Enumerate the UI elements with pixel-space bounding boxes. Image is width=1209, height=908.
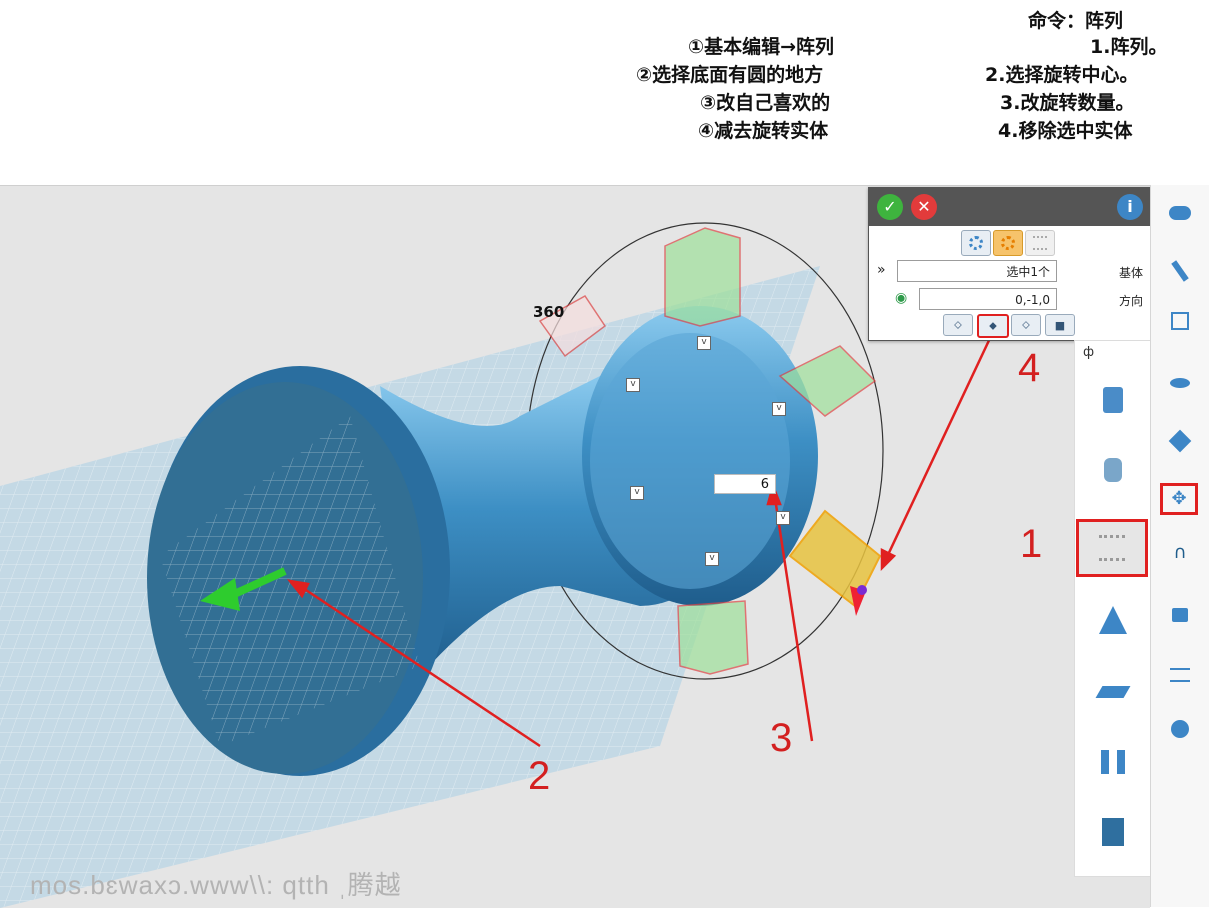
array-copy-top xyxy=(664,227,741,327)
tutorial-note-1: ①基本编辑→阵列 xyxy=(688,36,835,58)
face-tag[interactable]: v xyxy=(630,486,644,500)
shape-icon[interactable] xyxy=(1164,599,1196,631)
array-mode-circular[interactable] xyxy=(961,230,991,256)
model-right-flange-inner xyxy=(590,333,790,589)
tutorial-step-3: 3.改旋转数量。 xyxy=(1000,92,1135,114)
right-toolbar: ✥ ∩ xyxy=(1150,185,1209,907)
tutorial-header: 命令：阵列 1.阵列。 2.选择旋转中心。 3.改旋转数量。 4.移除选中实体 … xyxy=(0,0,1209,185)
face-tag[interactable]: v xyxy=(697,336,711,350)
panel-pin-icon[interactable]: ф xyxy=(1083,345,1095,360)
ruler-icon[interactable] xyxy=(1164,659,1196,691)
expand-toggle[interactable]: » xyxy=(877,262,886,278)
sphere-icon[interactable] xyxy=(1164,713,1196,745)
cancel-button[interactable]: ✕ xyxy=(911,194,937,220)
close-icon: ✕ xyxy=(917,197,931,216)
face-tag[interactable]: v xyxy=(626,378,640,392)
move-icon[interactable]: ✥ xyxy=(1160,483,1198,515)
tutorial-step-2: 2.选择旋转中心。 xyxy=(985,64,1139,86)
orbit-array-icon xyxy=(1001,236,1015,250)
direction-arrow xyxy=(200,567,287,611)
pattern-icon[interactable] xyxy=(1092,811,1134,853)
info-icon: i xyxy=(1127,197,1133,216)
linear-array-icon xyxy=(1033,236,1047,250)
array-mode-orbit[interactable] xyxy=(993,230,1023,256)
boolean-base-button[interactable]: ■ xyxy=(1045,314,1075,336)
check-icon: ✓ xyxy=(883,197,897,216)
dialog-header: ✓ ✕ i xyxy=(869,188,1151,226)
boolean-subtract-button[interactable]: ⬥ xyxy=(977,314,1009,338)
array-copy-upper-left xyxy=(538,295,607,358)
info-button[interactable]: i xyxy=(1117,194,1143,220)
annotation-arrows xyxy=(286,333,994,748)
basic-edit-panel: ф xyxy=(1074,340,1152,877)
watermark: mos.bɛwaxɔ.www\\: qtth ˌ腾越 xyxy=(30,870,402,900)
base-entity-field[interactable]: 选中1个 xyxy=(897,260,1057,282)
viewport-scene xyxy=(0,222,994,908)
annotation-number-4: 4 xyxy=(1018,346,1041,390)
tutorial-note-2: ②选择底面有圆的地方 xyxy=(636,64,824,86)
mirror-icon[interactable] xyxy=(1092,599,1134,641)
sketch-icon[interactable] xyxy=(1164,305,1196,337)
tutorial-step-4: 4.移除选中实体 xyxy=(998,120,1133,142)
annotation-number-3: 3 xyxy=(770,716,793,760)
base-entity-label: 基体 xyxy=(1119,266,1144,280)
annotation-number-2: 2 xyxy=(528,754,551,798)
boolean-add-button[interactable]: ⬦ xyxy=(943,314,973,336)
rotation-pivot-center xyxy=(857,585,867,595)
rotation-angle-label: 360 xyxy=(533,303,565,321)
eye-icon[interactable] xyxy=(1164,367,1196,399)
boolean-intersect-button[interactable]: ⬦ xyxy=(1011,314,1041,336)
boolean-intersect-icon: ⬦ xyxy=(1022,318,1030,331)
tutorial-note-3: ③改自己喜欢的 xyxy=(700,92,831,114)
direction-label: 方向 xyxy=(1119,294,1144,308)
array-icon[interactable] xyxy=(1076,519,1148,577)
tutorial-step-1: 1.阵列。 xyxy=(1090,36,1168,58)
direction-field[interactable]: 0,-1,0 xyxy=(919,288,1057,310)
face-tag[interactable]: v xyxy=(776,511,790,525)
split-icon[interactable] xyxy=(1092,741,1134,783)
face-tag[interactable]: v xyxy=(705,552,719,566)
tutorial-step-title: 命令：阵列 xyxy=(1028,10,1124,32)
edit-icon[interactable] xyxy=(1092,379,1134,421)
offset-icon[interactable] xyxy=(1092,671,1134,713)
magnet-icon[interactable]: ∩ xyxy=(1173,542,1187,563)
array-copy-bottom xyxy=(677,600,749,675)
direction-pick-icon[interactable]: ◉ xyxy=(895,290,908,306)
pen-icon[interactable] xyxy=(1164,255,1196,287)
confirm-button[interactable]: ✓ xyxy=(877,194,903,220)
boolean-base-icon: ■ xyxy=(1054,318,1066,332)
circular-array-icon xyxy=(969,236,983,250)
cube-icon[interactable] xyxy=(1164,425,1196,457)
array-source-selected xyxy=(788,509,882,608)
array-copy-upper-right xyxy=(778,345,877,417)
boolean-add-icon: ⬦ xyxy=(954,318,962,331)
array-count-input[interactable]: 6 xyxy=(714,474,776,494)
boolean-subtract-icon: ⬥ xyxy=(989,319,997,332)
annotation-number-1: 1 xyxy=(1020,522,1043,566)
cloud-icon[interactable] xyxy=(1164,197,1196,229)
face-tag[interactable]: v xyxy=(772,402,786,416)
array-dialog: ✓ ✕ i » 选中1个 基体 0,-1,0 ◉ 方向 ⬦ ⬥ ⬦ ■ xyxy=(868,187,1152,341)
shell-icon[interactable] xyxy=(1092,449,1134,491)
array-mode-linear[interactable] xyxy=(1025,230,1055,256)
tutorial-note-4: ④减去旋转实体 xyxy=(698,120,829,142)
